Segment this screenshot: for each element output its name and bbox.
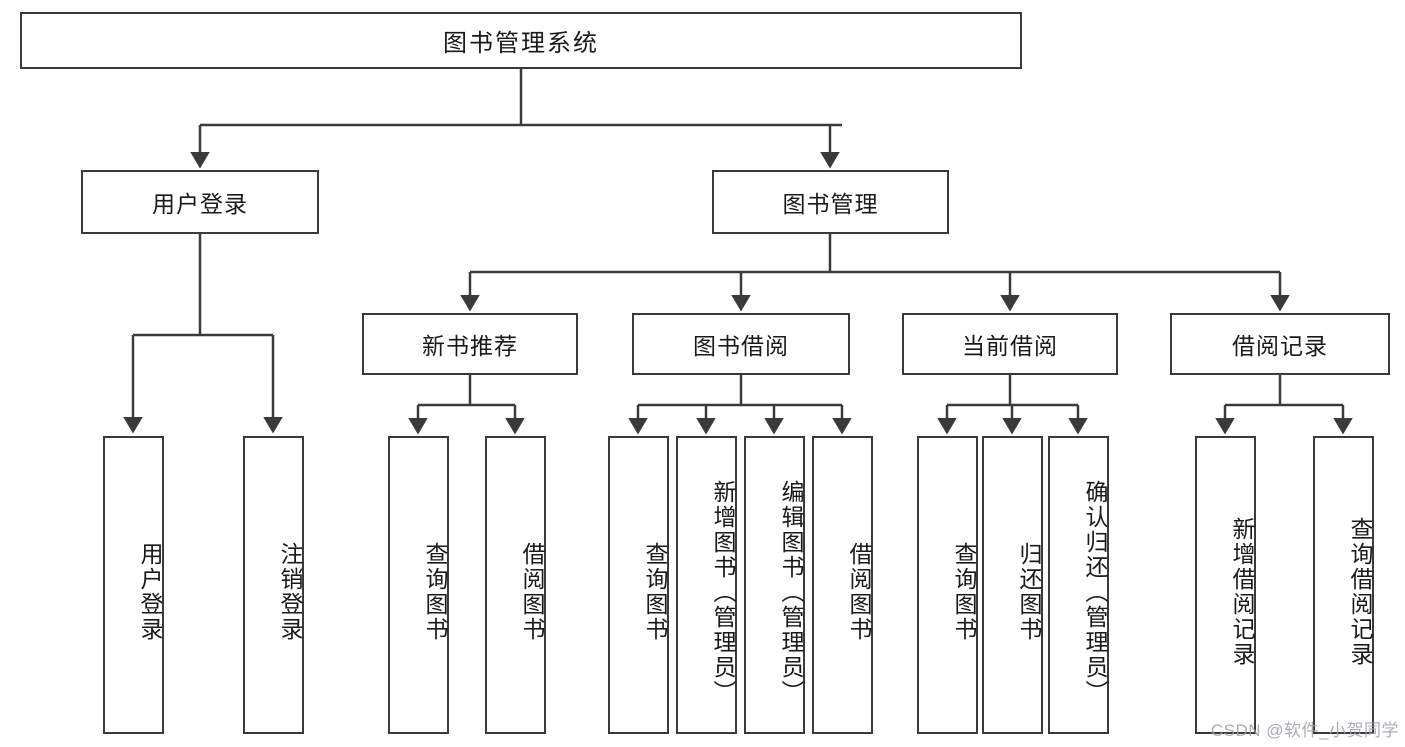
leaf-borrow-book[interactable]: 借阅图书 — [812, 436, 873, 734]
leaf-add-book-admin[interactable]: 新增图书（管理员） — [676, 436, 737, 734]
watermark-text: CSDN @软件_小贺同学 — [1210, 721, 1399, 740]
leaf-borrow-book-recommend[interactable]: 借阅图书 — [485, 436, 546, 734]
leaf-query-book-recommend[interactable]: 查询图书 — [388, 436, 449, 734]
leaf-query-borrow-record[interactable]: 查询借阅记录 — [1313, 436, 1374, 734]
node-borrow-record[interactable]: 借阅记录 — [1170, 313, 1390, 375]
leaf-return-book[interactable]: 归还图书 — [982, 436, 1043, 734]
node-book-management[interactable]: 图书管理 — [712, 170, 949, 234]
leaf-query-book-current[interactable]: 查询图书 — [917, 436, 978, 734]
node-root-system[interactable]: 图书管理系统 — [20, 12, 1022, 69]
node-new-book-recommend[interactable]: 新书推荐 — [362, 313, 578, 375]
leaf-user-login[interactable]: 用户登录 — [103, 436, 164, 734]
node-user-login[interactable]: 用户登录 — [81, 170, 319, 234]
leaf-logout-login[interactable]: 注销登录 — [243, 436, 304, 734]
node-book-borrow[interactable]: 图书借阅 — [632, 313, 850, 375]
node-current-borrow[interactable]: 当前借阅 — [902, 313, 1118, 375]
leaf-add-borrow-record[interactable]: 新增借阅记录 — [1195, 436, 1256, 734]
leaf-confirm-return-admin[interactable]: 确认归还（管理员） — [1048, 436, 1109, 734]
leaf-edit-book-admin[interactable]: 编辑图书（管理员） — [744, 436, 805, 734]
leaf-query-book-borrow[interactable]: 查询图书 — [608, 436, 669, 734]
